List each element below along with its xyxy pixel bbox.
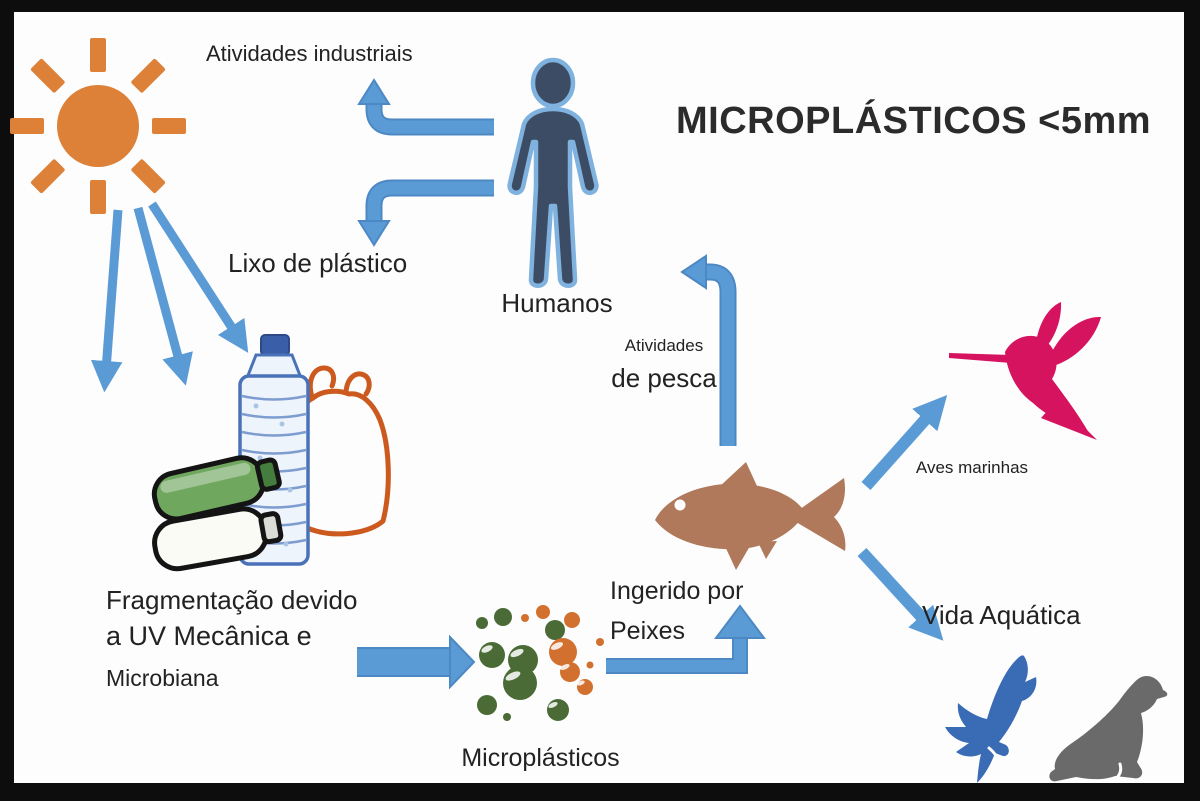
white-bottle-icon — [152, 506, 284, 572]
label-fishing-activities-line1: Atividades — [624, 336, 704, 355]
arrow-fragmentation-to-microplastics-icon — [357, 634, 476, 690]
arrow-fishing-activities-icon — [680, 254, 737, 446]
arrow-microplastics-to-fish-icon — [606, 604, 766, 674]
label-aquatic-life: Vida Aquática — [922, 600, 1081, 630]
arrow-fish-to-seabirds-icon — [861, 394, 948, 490]
dolphin-icon — [945, 655, 1037, 783]
arrow-fish-to-aquatic-icon — [857, 547, 944, 641]
label-fragmentation-line2: a UV Mecânica e — [106, 621, 312, 651]
arrow-human-to-industry-icon — [357, 78, 494, 136]
arrow-human-to-waste-icon — [357, 179, 494, 247]
diagram-canvas — [14, 12, 1184, 783]
sun-rays-arrows-icon — [90, 201, 249, 393]
hummingbird-icon — [949, 302, 1101, 440]
label-industrial-activities: Atividades industriais — [206, 41, 413, 66]
label-fishing-activities-line2: de pesca — [611, 363, 717, 393]
green-bottle-icon — [151, 455, 282, 522]
sun-icon — [10, 38, 186, 214]
label-fragmentation-line1: Fragmentação devido — [106, 585, 358, 615]
label-seabirds: Aves marinhas — [915, 458, 1029, 477]
label-humans: Humanos — [501, 288, 613, 318]
plastic-waste-illustration — [151, 334, 391, 572]
seal-icon — [1049, 676, 1168, 782]
page-title: MICROPLÁSTICOS <5mm — [676, 100, 1152, 142]
human-figure-icon — [507, 57, 599, 288]
fish-icon — [655, 462, 846, 570]
label-plastic-waste: Lixo de plástico — [228, 248, 408, 278]
label-ingested-line2: Peixes — [610, 617, 686, 645]
microplastic-particles-icon — [476, 605, 604, 721]
label-microplastics: Microplásticos — [461, 744, 620, 772]
label-ingested-line1: Ingerido por — [610, 577, 744, 605]
label-fragmentation-line3: Microbiana — [106, 665, 219, 691]
